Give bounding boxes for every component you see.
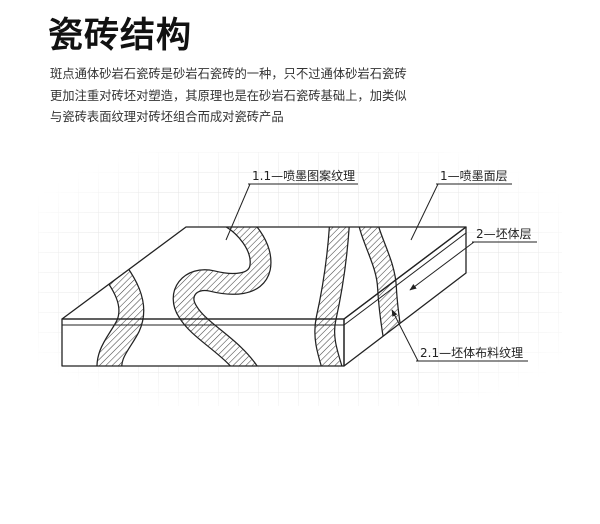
label-glaze-layer: 1—喷墨面层: [440, 169, 508, 183]
page-title: 瓷砖结构: [48, 16, 193, 56]
description-line: 与瓷砖表面纹理对砖坯组合而成对瓷砖产品: [50, 110, 284, 124]
hatched-band-middle: [314, 227, 351, 366]
hatched-band-right: [356, 227, 404, 347]
label-body-layer: 2—坯体层: [476, 227, 532, 241]
callout-leader-line: [391, 309, 419, 362]
band-hatch: [315, 227, 350, 366]
callout-leader-line: [410, 183, 439, 241]
hatched-band-left: [96, 253, 145, 366]
hatched-band-s-curve: [172, 227, 272, 366]
description-line: 更加注重对砖坯对塑造，其原理也是在砂岩石瓷砖基础上，加类似: [50, 88, 407, 103]
label-pattern-texture: 1.1—喷墨图案纹理: [252, 168, 355, 183]
glaze-layer-line-right: [343, 232, 467, 326]
callout-leader-line: [409, 241, 475, 291]
band-hatch: [173, 227, 271, 366]
callout-glaze-layer: 1—喷墨面层: [410, 169, 512, 241]
slab-right-face: [344, 227, 466, 366]
label-body-texture: 2.1—坯体布料纹理: [420, 346, 523, 360]
right-face-edge: [343, 226, 467, 367]
callout-pattern-texture: 1.1—喷墨图案纹理: [225, 168, 358, 241]
callout-body-layer: 2—坯体层: [409, 227, 537, 291]
texture-bands: [96, 227, 404, 366]
slab-edges: [61, 226, 467, 367]
band-hatch: [97, 254, 144, 366]
callout-body-texture: 2.1—坯体布料纹理: [391, 309, 528, 362]
callout-leader-line: [225, 183, 251, 241]
description: 斑点通体砂岩石瓷砖是砂岩石瓷砖的一种，只不过通体砂岩石瓷砖 更加注重对砖坯对塑造…: [50, 64, 570, 129]
description-line: 斑点通体砂岩石瓷砖是砂岩石瓷砖的一种，只不过通体砂岩石瓷砖: [50, 67, 407, 81]
band-hatch: [357, 227, 403, 347]
